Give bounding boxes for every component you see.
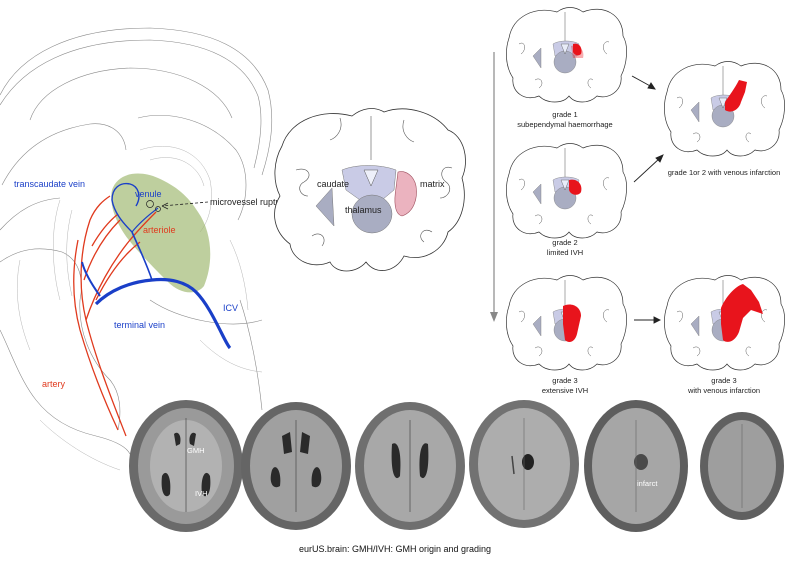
mri-slice-1 bbox=[129, 400, 243, 532]
transition-arrows bbox=[631, 75, 664, 324]
label-matrix: matrix bbox=[420, 179, 445, 189]
anatomy-panel: transcaudate vein venule microvessel rup… bbox=[0, 27, 289, 479]
grade-2-sublabel: limited IVH bbox=[547, 248, 583, 257]
grade-2-label: grade 2 bbox=[552, 238, 577, 247]
label-artery: artery bbox=[42, 379, 66, 389]
figure-caption: eurUS.brain: GMH/IVH: GMH origin and gra… bbox=[299, 544, 491, 554]
thalamus-shape bbox=[351, 194, 393, 234]
grade-1-diagram bbox=[506, 7, 627, 103]
grade-3-venous-infarction-label: grade 3 bbox=[711, 376, 736, 385]
label-terminal-vein: terminal vein bbox=[114, 320, 165, 330]
label-microvessel-rupture: microvessel rupture bbox=[210, 197, 289, 207]
coronal-diagram: caudate thalamus matrix bbox=[274, 108, 466, 272]
mri-strip: GMH IVH infarct bbox=[129, 400, 784, 532]
germinal-matrix bbox=[111, 173, 211, 293]
grade-1-2-venous-infarction-label: grade 1or 2 with venous infarction bbox=[668, 168, 781, 177]
mri-label-infarct: infarct bbox=[637, 479, 658, 488]
vein-vessels bbox=[81, 182, 232, 350]
mri-slice-6 bbox=[700, 412, 784, 520]
grade-1-label: grade 1 bbox=[552, 110, 577, 119]
mri-slice-3 bbox=[355, 402, 465, 530]
grade-3-label: grade 3 bbox=[552, 376, 577, 385]
label-arteriole: arteriole bbox=[143, 225, 176, 235]
label-icv: ICV bbox=[223, 303, 238, 313]
grade-1-sublabel: subependymal haemorrhage bbox=[517, 120, 612, 129]
label-venule: venule bbox=[135, 189, 162, 199]
microvessel-rupture-marker bbox=[146, 200, 209, 212]
grade-3-venous-infarction-diagram bbox=[664, 275, 785, 371]
mri-slice-5 bbox=[584, 400, 688, 532]
grade-3-diagram bbox=[506, 275, 627, 371]
caudate-shape bbox=[315, 187, 335, 227]
matrix-shape bbox=[394, 171, 417, 217]
grade-1-2-venous-infarction-diagram bbox=[664, 61, 785, 157]
mri-label-ivh: IVH bbox=[195, 489, 208, 498]
brain-outline bbox=[0, 27, 273, 455]
mri-slice-4 bbox=[469, 400, 579, 528]
mri-slice-2 bbox=[241, 402, 351, 530]
label-caudate: caudate bbox=[317, 179, 349, 189]
grade-3-venous-infarction-sublabel: with venous infarction bbox=[687, 386, 760, 395]
label-transcaudate-vein: transcaudate vein bbox=[14, 179, 85, 189]
grade-2-diagram bbox=[506, 143, 627, 239]
grading-series: grade 1 subependymal haemorrhage grade 2… bbox=[506, 7, 785, 395]
label-thalamus: thalamus bbox=[345, 205, 382, 215]
grade-3-sublabel: extensive IVH bbox=[542, 386, 588, 395]
progression-arrow bbox=[490, 52, 498, 322]
mri-label-gmh: GMH bbox=[187, 446, 205, 455]
